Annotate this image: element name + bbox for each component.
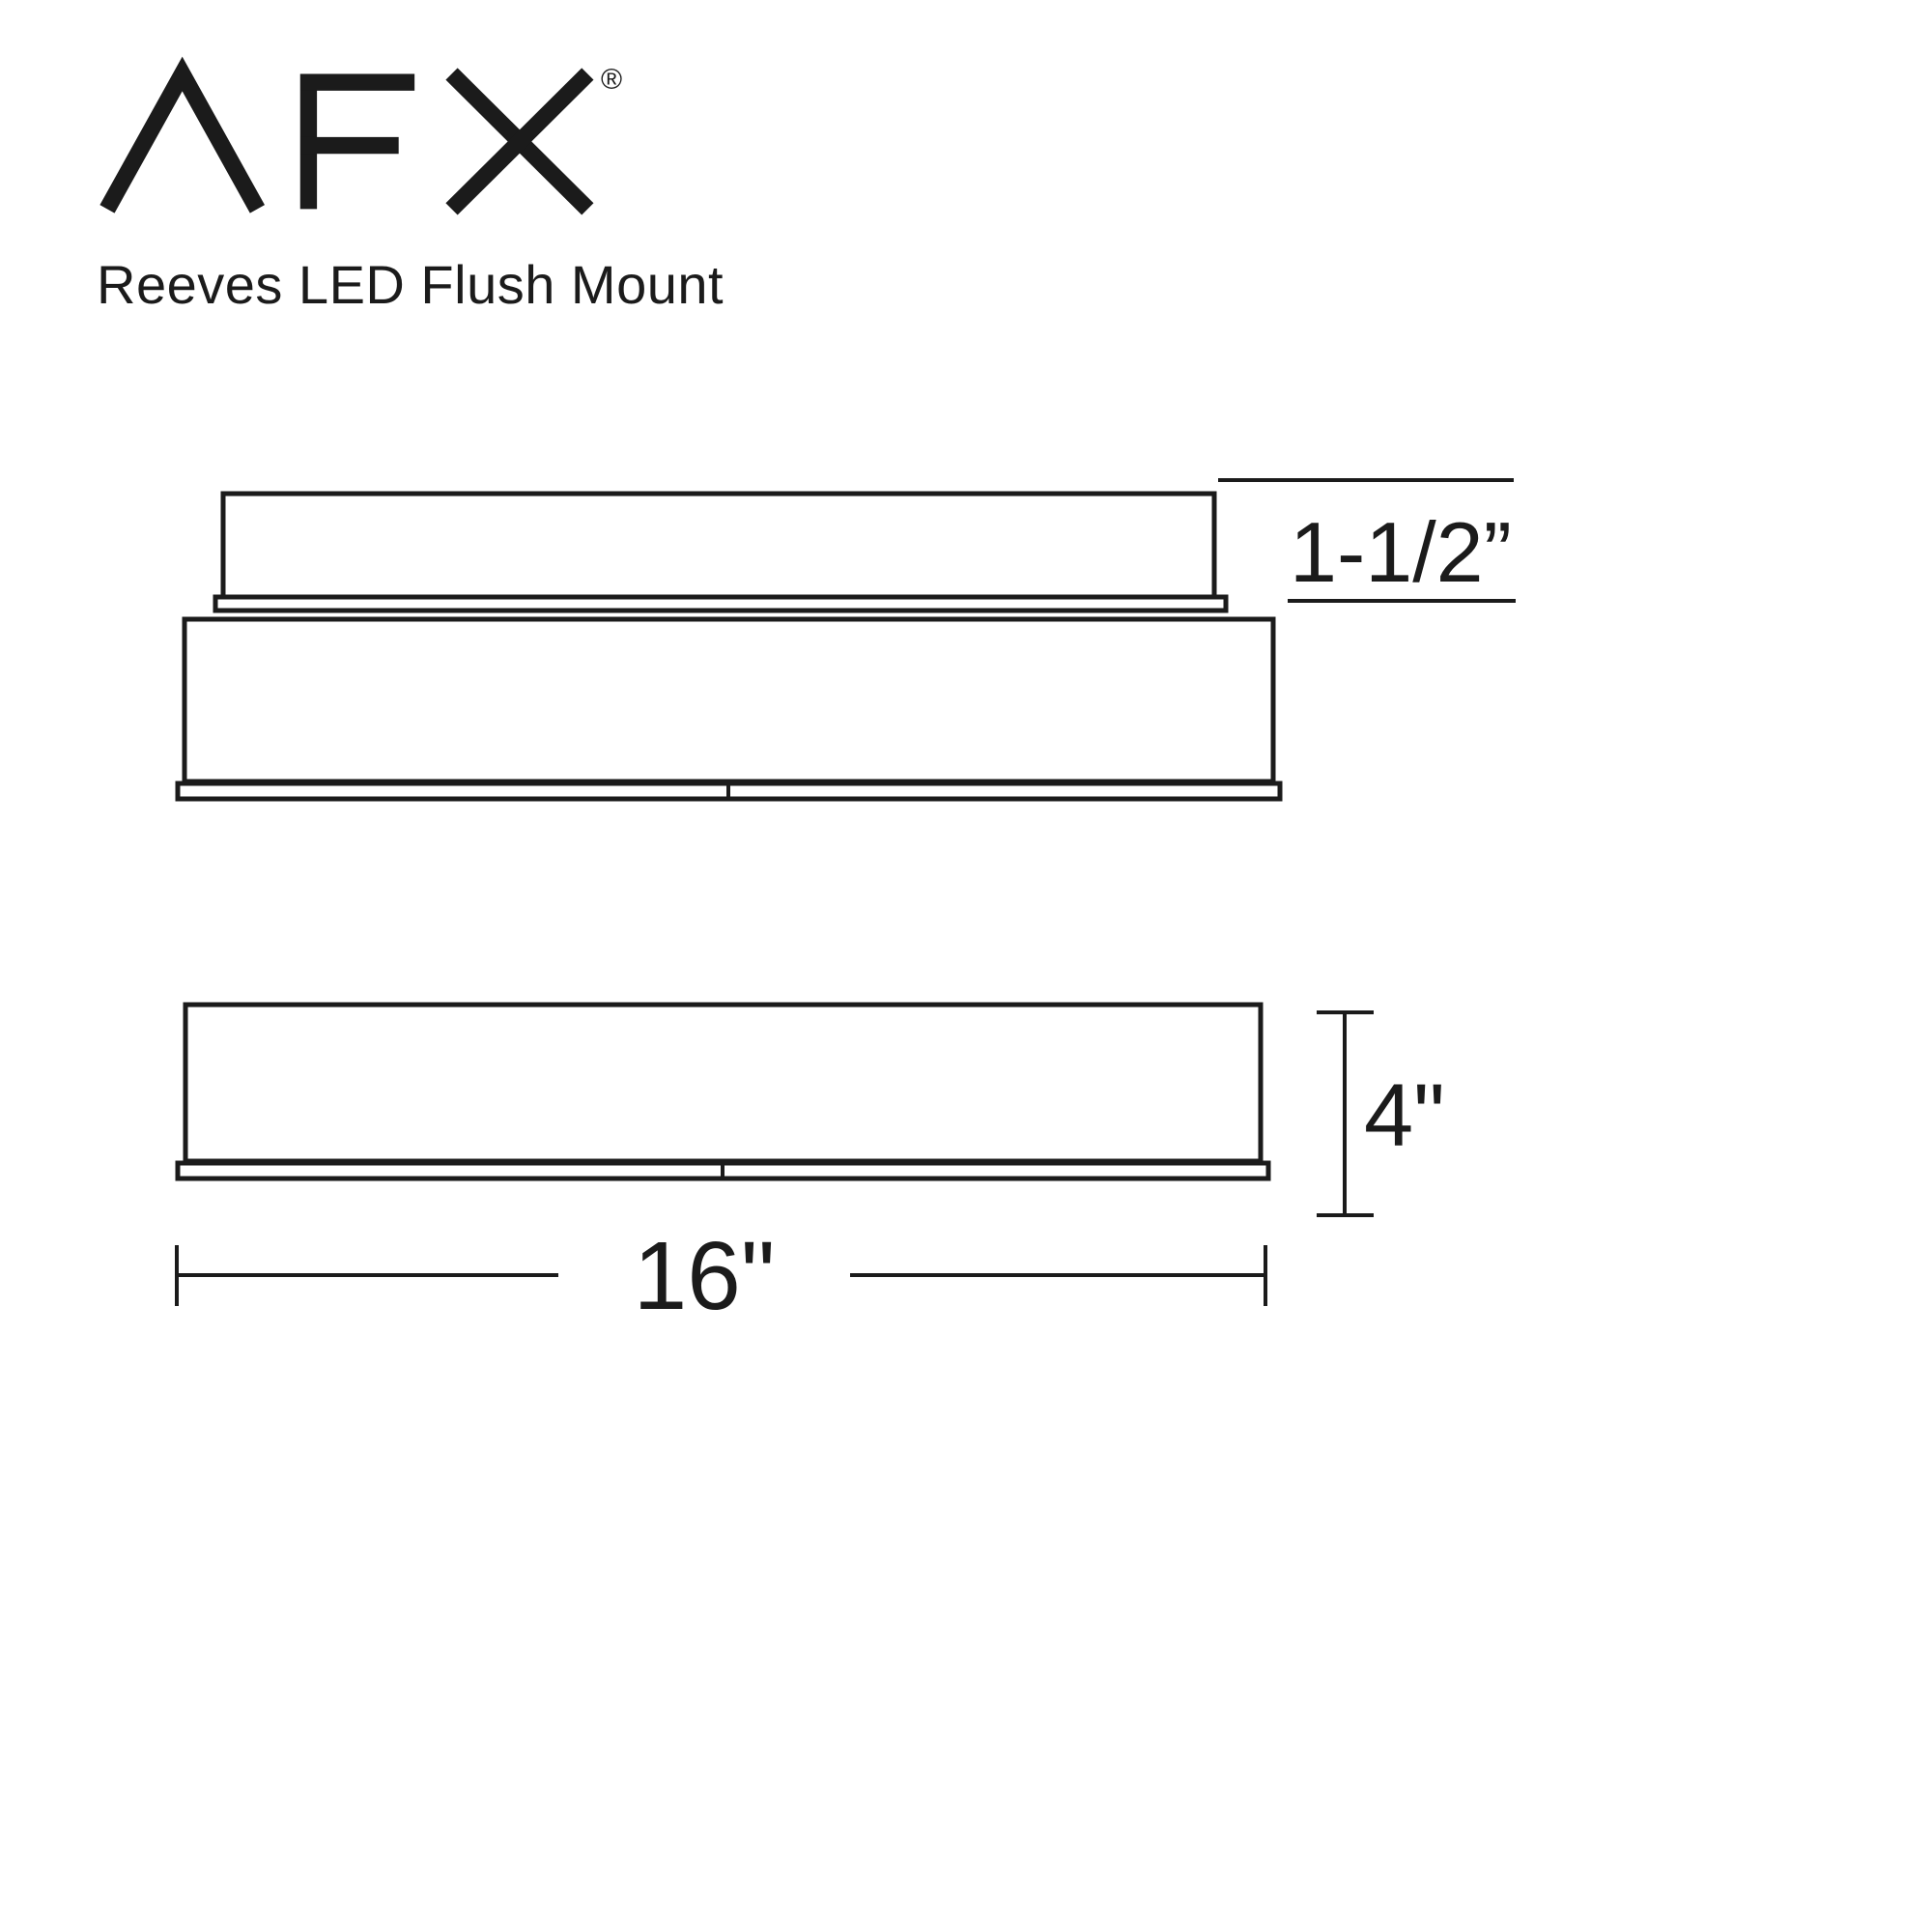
body-outline-side [182,616,1276,784]
logo-letter-x-stroke2 [445,68,594,215]
canopy-trim-outline [213,594,1229,613]
product-title: Reeves LED Flush Mount [97,254,724,315]
afx-logo [99,56,594,215]
fixture-height-dimension: 4" [1317,1010,1445,1217]
canopy-height-dimension: 1-1/2” [1218,478,1516,603]
fixture-width-dimension: 16" [175,1222,1267,1330]
fixture-width-label: 16" [634,1222,776,1330]
registered-trademark-symbol: ® [601,64,623,96]
front-view [175,1002,1271,1181]
canopy-outline [220,491,1217,600]
brand-logo-row: AFX ® [97,56,696,218]
logo-letter-a [99,56,265,213]
fixture-height-label: 4" [1364,1066,1445,1165]
canopy-height-label: 1-1/2” [1290,504,1512,600]
side-view [175,491,1283,802]
body-outline-front [183,1002,1264,1164]
header: AFX ® [97,56,696,218]
